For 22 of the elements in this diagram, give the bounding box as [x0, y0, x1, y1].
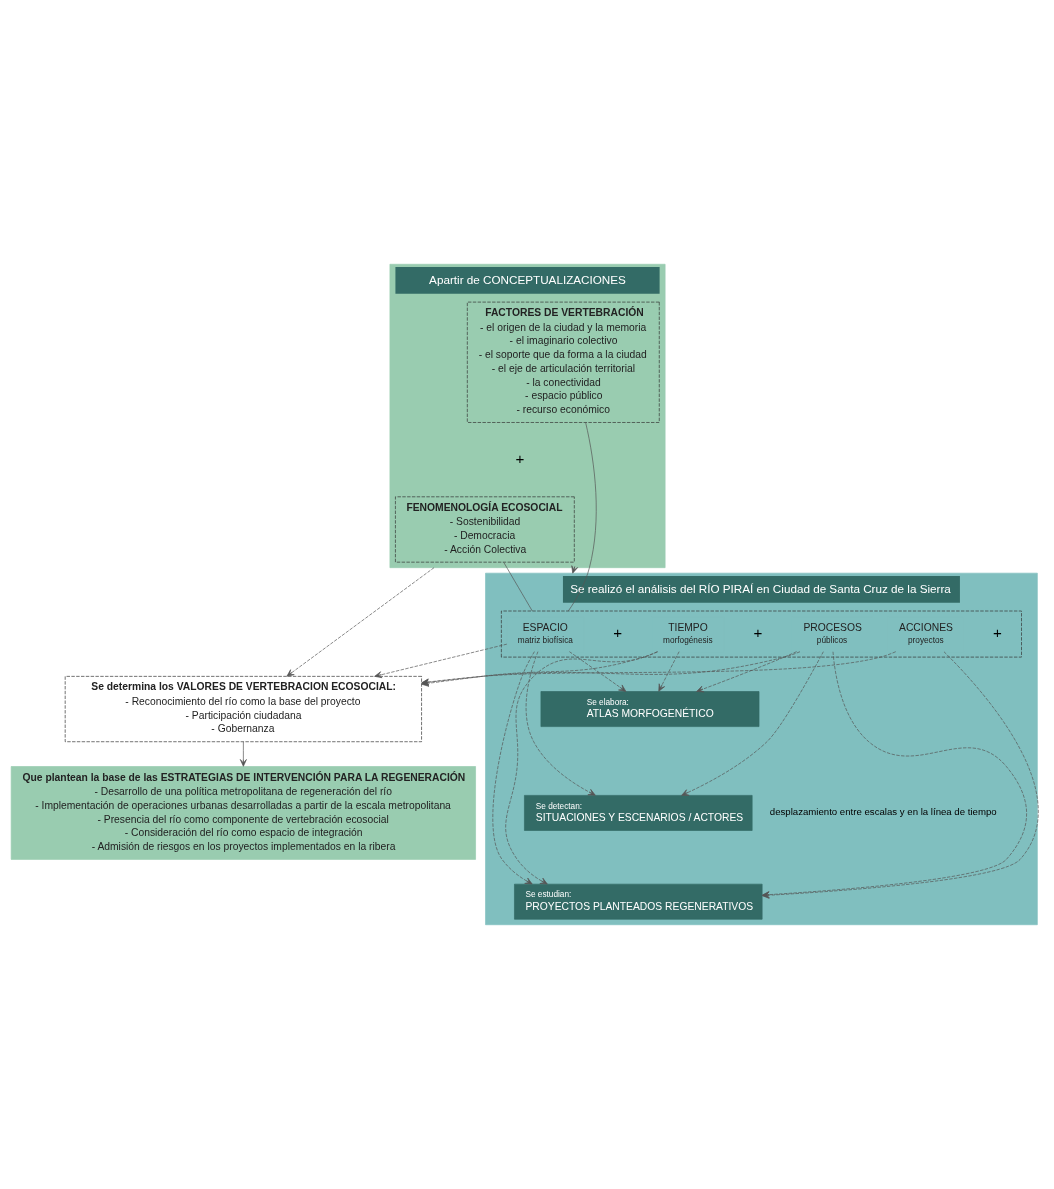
arrow	[681, 651, 824, 796]
arrow	[569, 651, 627, 692]
arrow	[492, 651, 535, 885]
arrow	[286, 567, 435, 677]
connector	[567, 422, 597, 612]
label: +	[613, 623, 623, 641]
connector	[503, 561, 533, 612]
label: +	[993, 623, 1002, 641]
node-box: FENOMENOLOGÍA ECOSOCIAL - Sostenibilidad - Democracia - Acción Colectiva	[395, 496, 575, 563]
arrow	[239, 741, 247, 767]
arrow	[505, 651, 658, 885]
arrow	[658, 651, 680, 692]
label: desplazamiento entre escalas y en la línea de tiempo	[769, 806, 997, 818]
arrow	[696, 651, 797, 693]
arrow	[374, 643, 508, 679]
arrow	[525, 651, 596, 796]
label: +	[515, 449, 525, 467]
label: +	[753, 623, 763, 641]
node-box: Que plantean la base de las ESTRATEGIAS DE INTERVENCIÓN PARA LA REGENERACIÓN - Desarrollo de una política metropolitana de regeneración del río - Implementación de operaciones urbanas desarrolladas a partir de la escala metropolitana - Presencia del río como componente de vertebración ecosocial - Consideración del río como espacio de integración - Admisión de riesgos en los proyectos implementados en la ribera	[10, 766, 476, 860]
node-box: Se determina los VALORES DE VERTEBRACION ECOSOCIAL: - Reconocimiento del río como la base del proyecto - Participación ciudadana - Gobernanza	[64, 676, 422, 743]
cluster	[501, 610, 1022, 658]
node-box: FACTORES DE VERTEBRACIÓN - el origen de la ciudad y la memoria - el imaginario colectivo - el soporte que da forma a la ciudad - el eje de articulación territorial - la conectividad - espacio público - recurso económico	[466, 301, 660, 423]
